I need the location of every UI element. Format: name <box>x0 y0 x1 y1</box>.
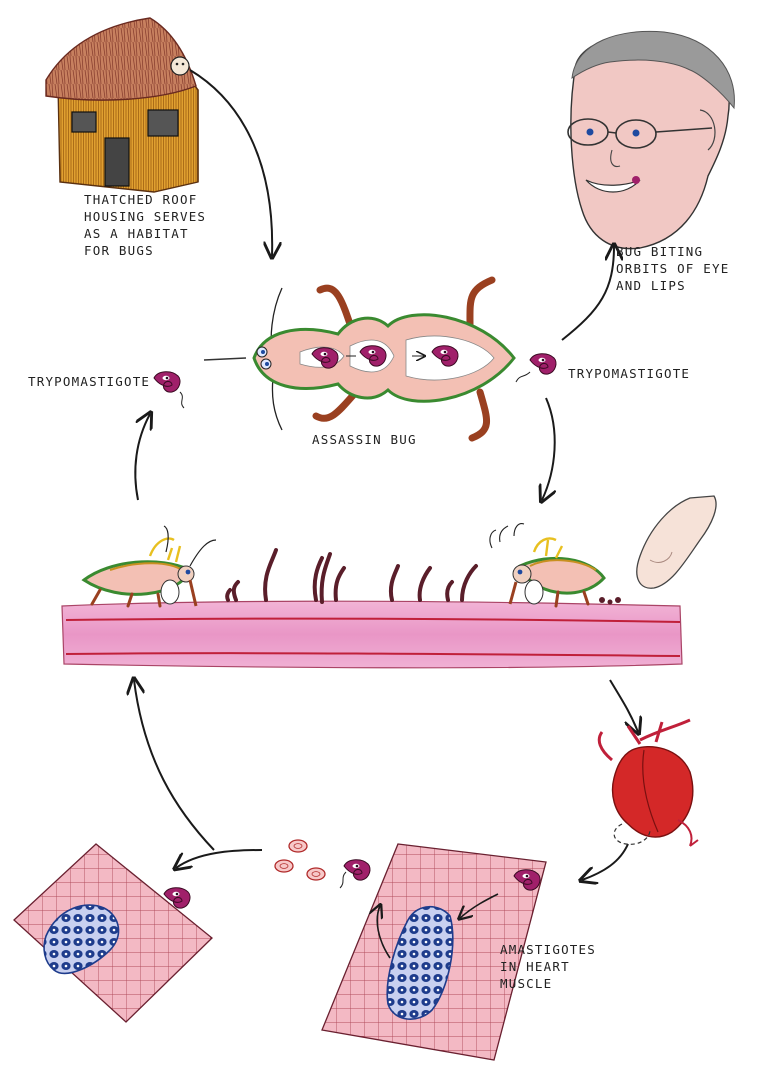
bug-caption: ASSASSIN BUG <box>312 432 417 447</box>
amastigotes-caption-line-1: AMASTIGOTES <box>500 942 596 957</box>
muscle-tissue-icon-left <box>13 843 213 1023</box>
trypomastigote-label-right: TRYPOMASTIGOTE <box>568 366 690 381</box>
bite-caption-line-2: ORBITS OF EYE <box>616 261 729 276</box>
bug-biting-on-skin-left <box>81 525 217 608</box>
amastigotes-caption: AMASTIGOTES IN HEART MUSCLE <box>500 942 596 991</box>
house-icon <box>45 17 199 193</box>
amastigotes-caption-line-3: MUSCLE <box>500 976 552 991</box>
arrow-bug-to-face <box>561 246 614 341</box>
house-caption-line-4: FOR BUGS <box>84 243 154 258</box>
house-caption-line-1: THATCHED ROOF <box>84 192 197 207</box>
amastigotes-caption-line-2: IN HEART <box>500 959 570 974</box>
arrow-skin-to-trypo-left <box>134 414 150 501</box>
arrow-cells-to-left-muscle <box>176 849 263 868</box>
arrow-house-to-bug <box>189 69 272 256</box>
bug-biting-on-skin-right <box>489 523 621 608</box>
bug-caption-line-1: ASSASSIN BUG <box>312 432 417 447</box>
finger-icon <box>636 495 717 589</box>
bite-caption: BUG BITING ORBITS OF EYE AND LIPS <box>616 244 729 293</box>
bite-caption-line-3: AND LIPS <box>616 278 686 293</box>
skin-layer-icon <box>61 548 683 669</box>
house-caption-line-3: AS A HABITAT <box>84 226 189 241</box>
house-caption-line-2: HOUSING SERVES <box>84 209 206 224</box>
assassin-bug-icon <box>203 276 516 442</box>
arrow-up-to-skin <box>134 680 215 851</box>
red-blood-cell-icon <box>274 839 326 881</box>
trypomastigote-label-left-line-1: TRYPOMASTIGOTE <box>28 374 150 389</box>
heart-icon <box>597 718 699 847</box>
arrow-skin-to-heart <box>609 679 638 732</box>
bite-caption-line-1: BUG BITING <box>616 244 703 259</box>
trypomastigote-label-left: TRYPOMASTIGOTE <box>28 374 150 389</box>
trypomastigote-icon-left <box>153 371 185 409</box>
arrow-trypo-right-to-skin <box>542 397 555 500</box>
trypomastigote-label-right-line-1: TRYPOMASTIGOTE <box>568 366 690 381</box>
arrow-heart-to-muscle <box>582 843 629 880</box>
muscle-tissue-icon-right <box>321 843 547 1061</box>
house-caption: THATCHED ROOF HOUSING SERVES AS A HABITAT F… <box>84 192 206 258</box>
trypomastigote-icon-right <box>515 353 557 383</box>
face-icon <box>567 30 735 250</box>
trypomastigote-in-blood <box>339 859 371 889</box>
